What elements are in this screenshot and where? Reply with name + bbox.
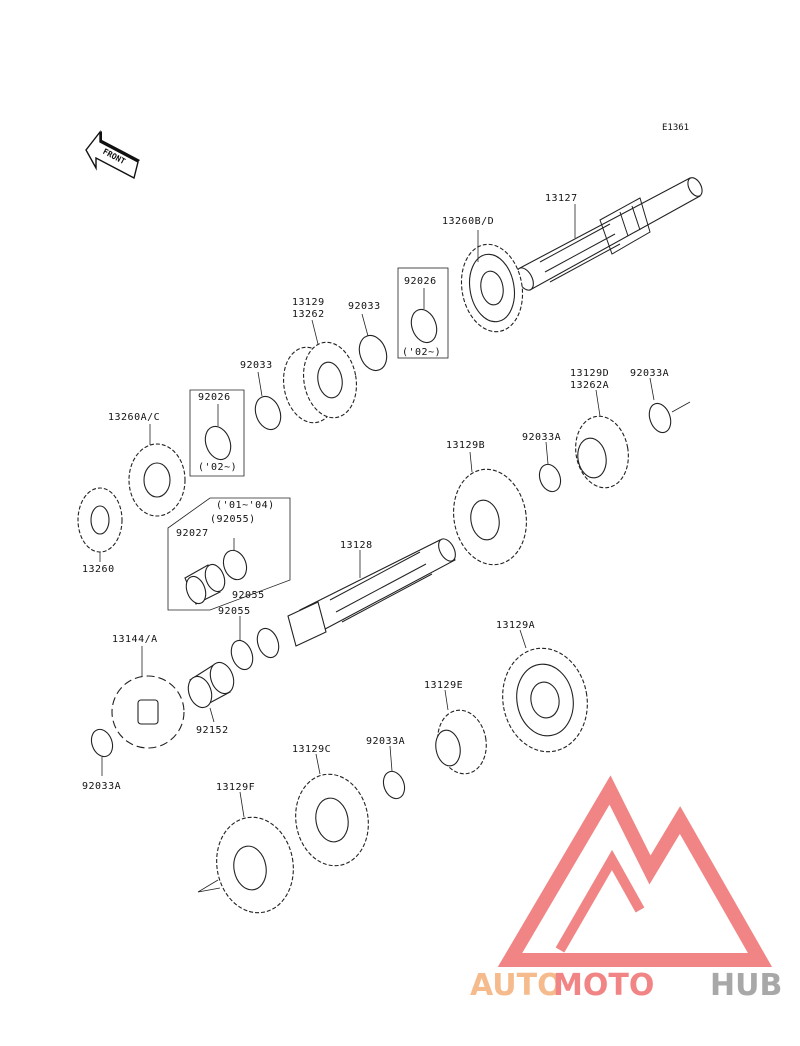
shaft-13127 [516,177,703,291]
label-02-lower: ('02~) [198,462,237,473]
label-13262: 13262 [292,309,325,320]
label-0104: ('01~'04) [216,500,275,511]
bushing-92152 [187,661,235,709]
ring-92026-top [410,308,438,344]
oring-92055-a [230,639,254,671]
ring-92033a-mid [538,463,562,493]
sprocket-13144 [111,675,185,749]
gear-13129a [502,647,588,753]
gear-13260bd [460,243,524,333]
gear-13260 [77,487,123,553]
bushing-92027 [184,563,226,605]
label-92033-top: 92033 [348,301,381,312]
label-13127: 13127 [545,193,578,204]
gear-13129f [197,816,294,914]
gear-13260ac [128,443,186,517]
label-92055-pair: 92055 [218,606,251,617]
oring-92055-box [222,549,248,581]
label-92055-box: 92055 [232,590,265,601]
label-13129d: 13129D [570,368,609,379]
ring-92033-mid [254,395,282,431]
label-13129: 13129 [292,297,325,308]
gear-13129c [295,773,369,867]
label-13129b: 13129B [446,440,485,451]
label-92033-mid: 92033 [240,360,273,371]
gear-13129d-13262a [575,415,629,489]
diagram-code: E1361 [662,123,689,133]
gear-13129e [435,709,487,775]
label-13260: 13260 [82,564,115,575]
label-92033a-right: 92033A [630,368,669,379]
gear-13129-13262 [283,341,357,424]
label-13128: 13128 [340,540,373,551]
label-92026-top: 92026 [404,276,437,287]
label-92033a-lower-left: 92033A [82,781,121,792]
label-92152: 92152 [196,725,229,736]
ring-92026-lower [204,425,232,461]
label-92027: 92027 [176,528,209,539]
label-13129e: 13129E [424,680,463,691]
automotohub-logo: AUTO MOTO HUB [470,775,782,1003]
label-13129f: 13129F [216,782,255,793]
leader-lines [99,204,655,818]
label-02-top: ('02~) [402,347,441,358]
gear-13129b [453,468,527,566]
logo-text-moto: MOTO [553,968,654,1003]
box-92027 [167,497,291,611]
shaft-13128 [287,538,456,647]
label-13129a: 13129A [496,620,535,631]
label-92026-lower: 92026 [198,392,231,403]
label-92055-paren: (92055) [210,514,256,525]
label-92033a-lower-mid: 92033A [366,736,405,747]
logo-text-auto: AUTO [470,968,563,1003]
part-labels: 13127 13260B/D 92026 ('02~) 92033 13129 … [82,193,669,793]
ring-92033-upper [358,334,388,372]
logo-text-hub: HUB [710,968,782,1003]
leader-92033a-right [671,401,691,413]
oring-92055-b [256,627,280,659]
label-13262a: 13262A [570,380,609,391]
front-arrow-icon: FRONT [85,129,140,180]
label-13144: 13144/A [112,634,158,645]
ring-92033a-lower-left [90,728,114,758]
box-92026-lower [189,389,245,477]
label-13129c: 13129C [292,744,331,755]
label-13260ac: 13260A/C [108,412,160,423]
label-92033a-mid: 92033A [522,432,561,443]
ring-92033a-right [648,402,672,434]
label-13260bd: 13260B/D [442,216,494,227]
ring-92033a-lower-mid [382,770,406,800]
box-92026-top [397,267,449,359]
